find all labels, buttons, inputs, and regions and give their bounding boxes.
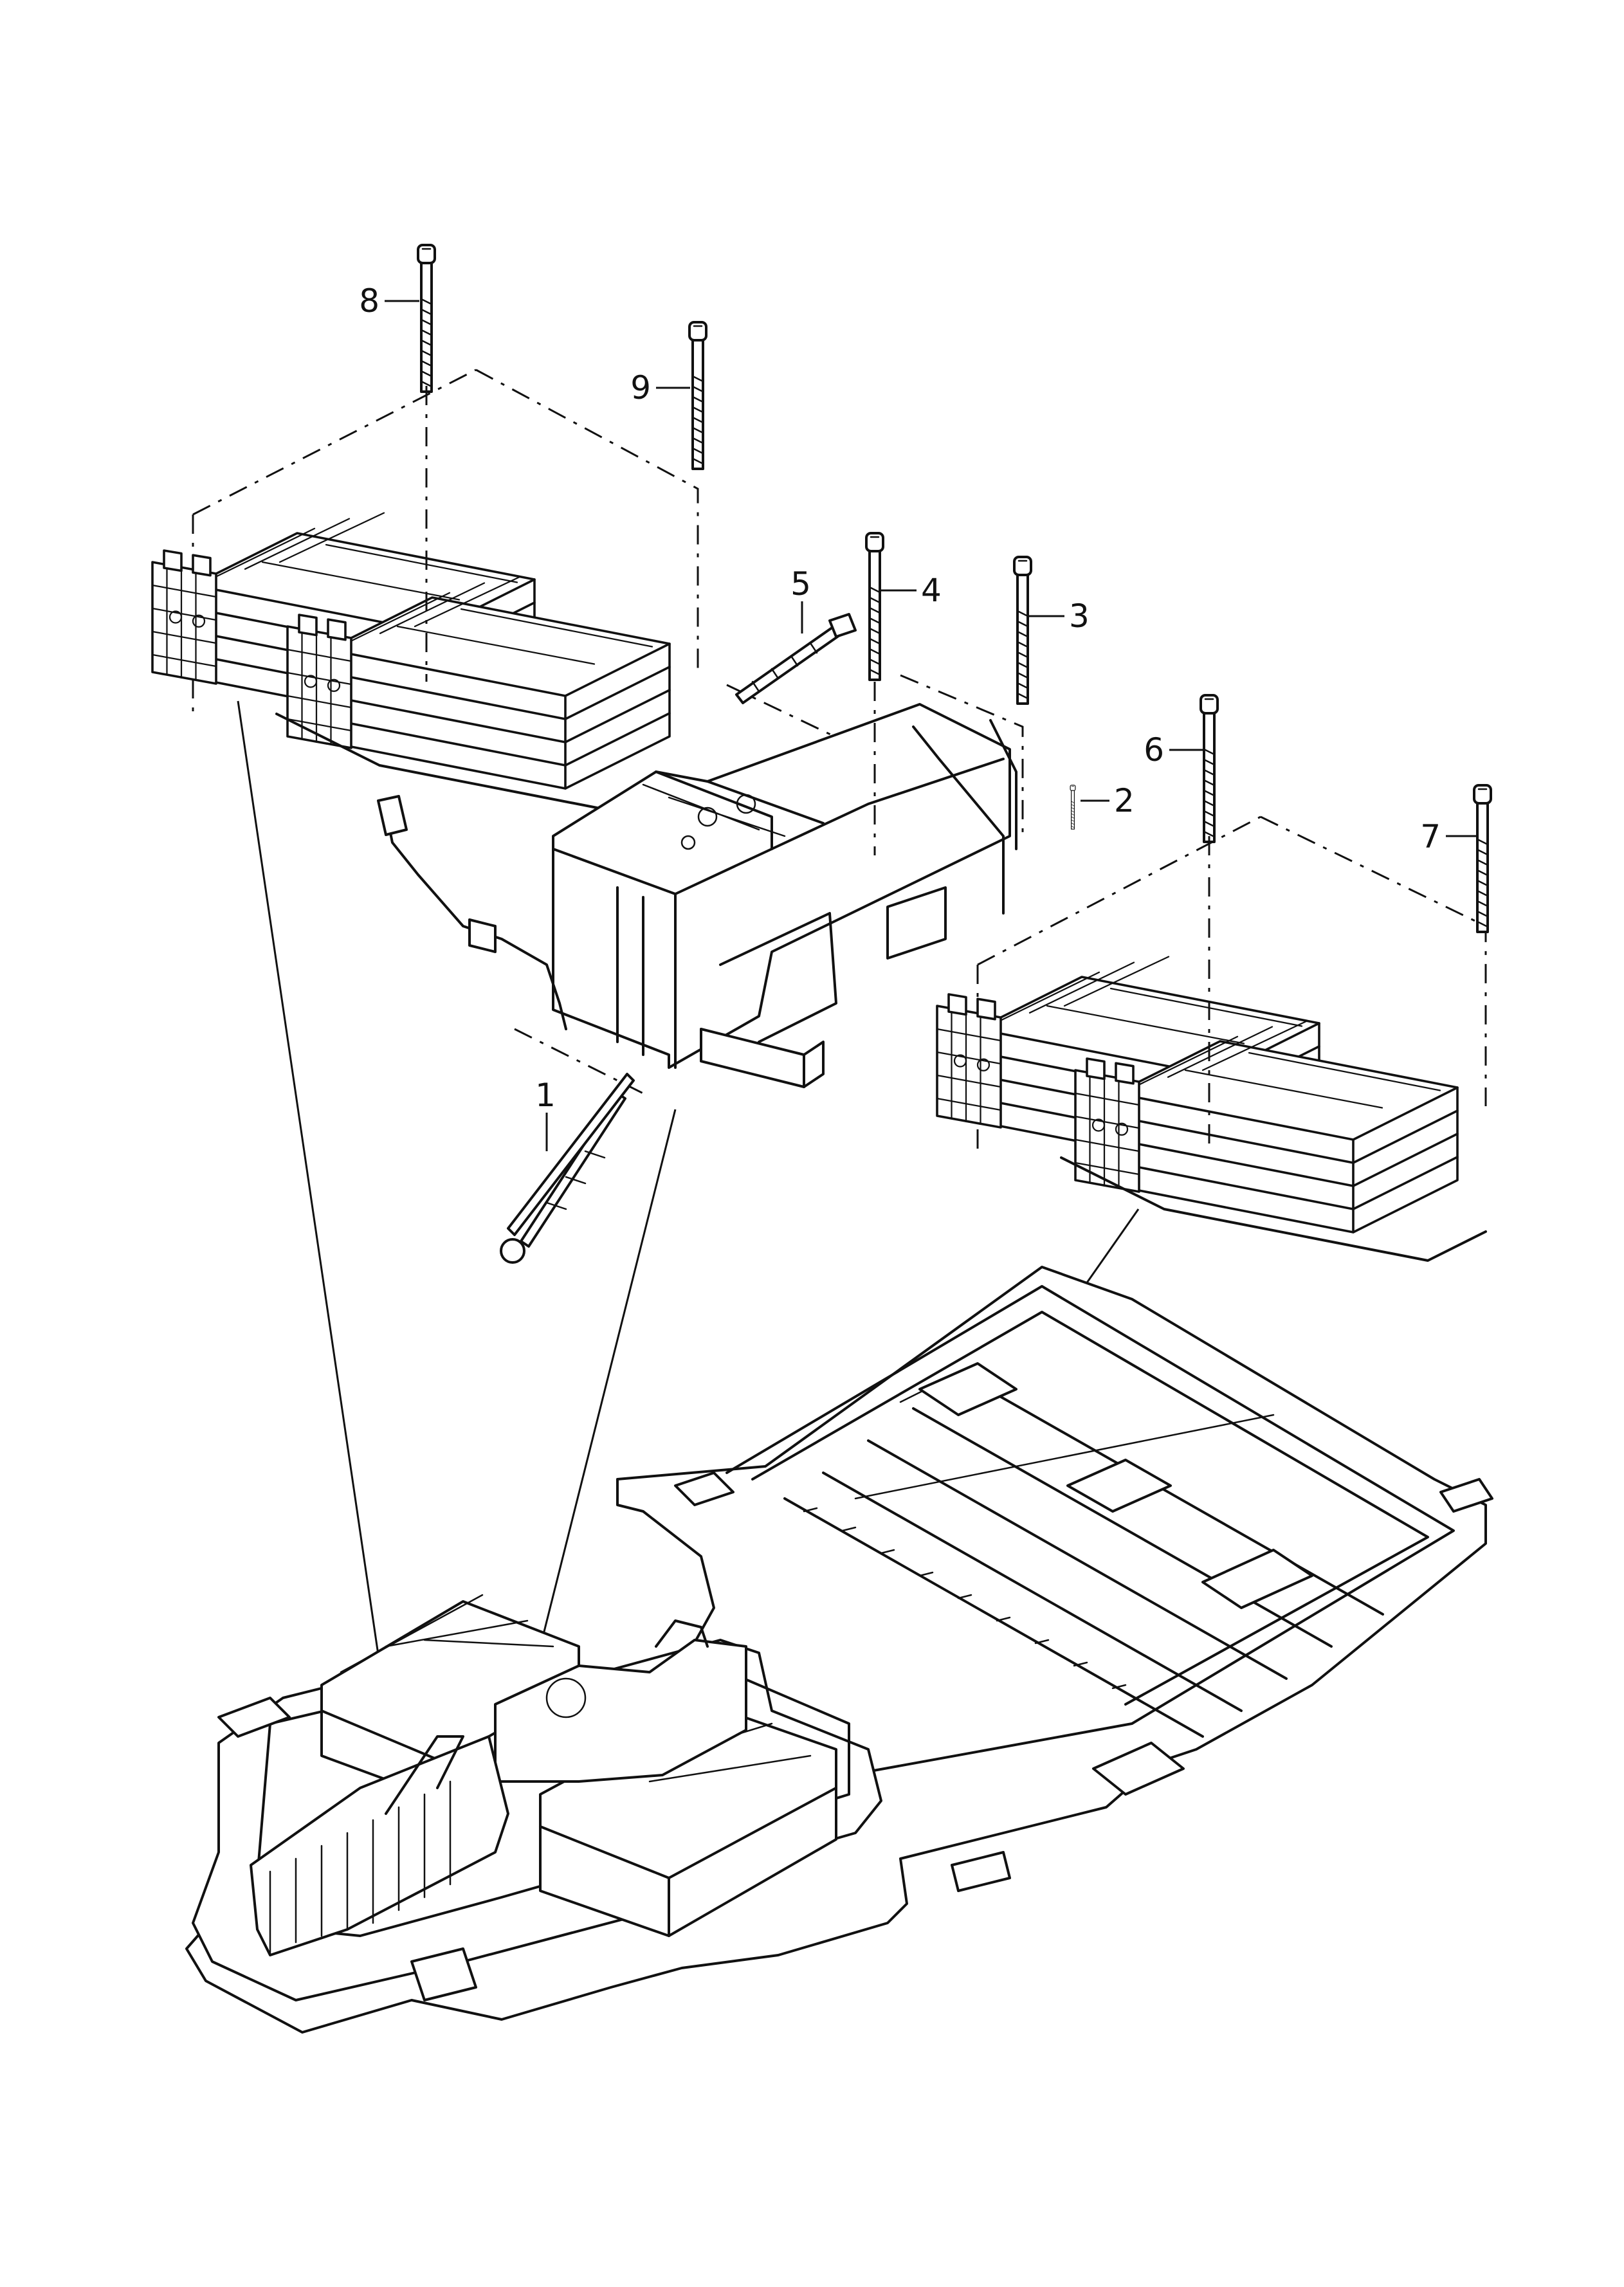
callout-7-label: 7 (1420, 818, 1441, 855)
callout-1: 1 (535, 1077, 556, 1151)
bolt-5 (735, 613, 857, 704)
callout-6: 6 (1144, 731, 1203, 769)
callout-3: 3 (1029, 597, 1090, 635)
callout-3-label: 3 (1069, 597, 1090, 635)
right-module-pair (936, 815, 1487, 1262)
callout-2-label: 2 (1114, 782, 1135, 819)
callout-1-label: 1 (535, 1077, 556, 1114)
callout-6-label: 6 (1144, 731, 1164, 769)
bolt-1 (500, 1073, 635, 1264)
battery-tray (185, 1266, 1493, 2034)
callout-7: 7 (1420, 818, 1476, 855)
leader-line-left-module (237, 700, 384, 1686)
bolt-8 (417, 244, 436, 682)
bolt-3 (1013, 556, 1032, 705)
callout-5: 5 (790, 565, 811, 633)
callout-5-label: 5 (790, 565, 811, 603)
bolt-9 (688, 321, 707, 470)
callout-9-label: 9 (630, 369, 651, 406)
callout-8-label: 8 (359, 282, 379, 320)
bolt-2 (1070, 785, 1076, 830)
upper-left-module-pair (151, 369, 699, 818)
callout-2: 2 (1081, 782, 1135, 819)
bolt-4 (865, 532, 884, 855)
callout-4: 4 (881, 572, 942, 609)
callout-9: 9 (630, 369, 690, 406)
bolt-6 (1200, 694, 1219, 1145)
callout-4-label: 4 (921, 572, 942, 609)
bolt-7 (1473, 784, 1492, 933)
callout-8: 8 (359, 282, 419, 320)
center-junction-assembly (377, 674, 1024, 1095)
